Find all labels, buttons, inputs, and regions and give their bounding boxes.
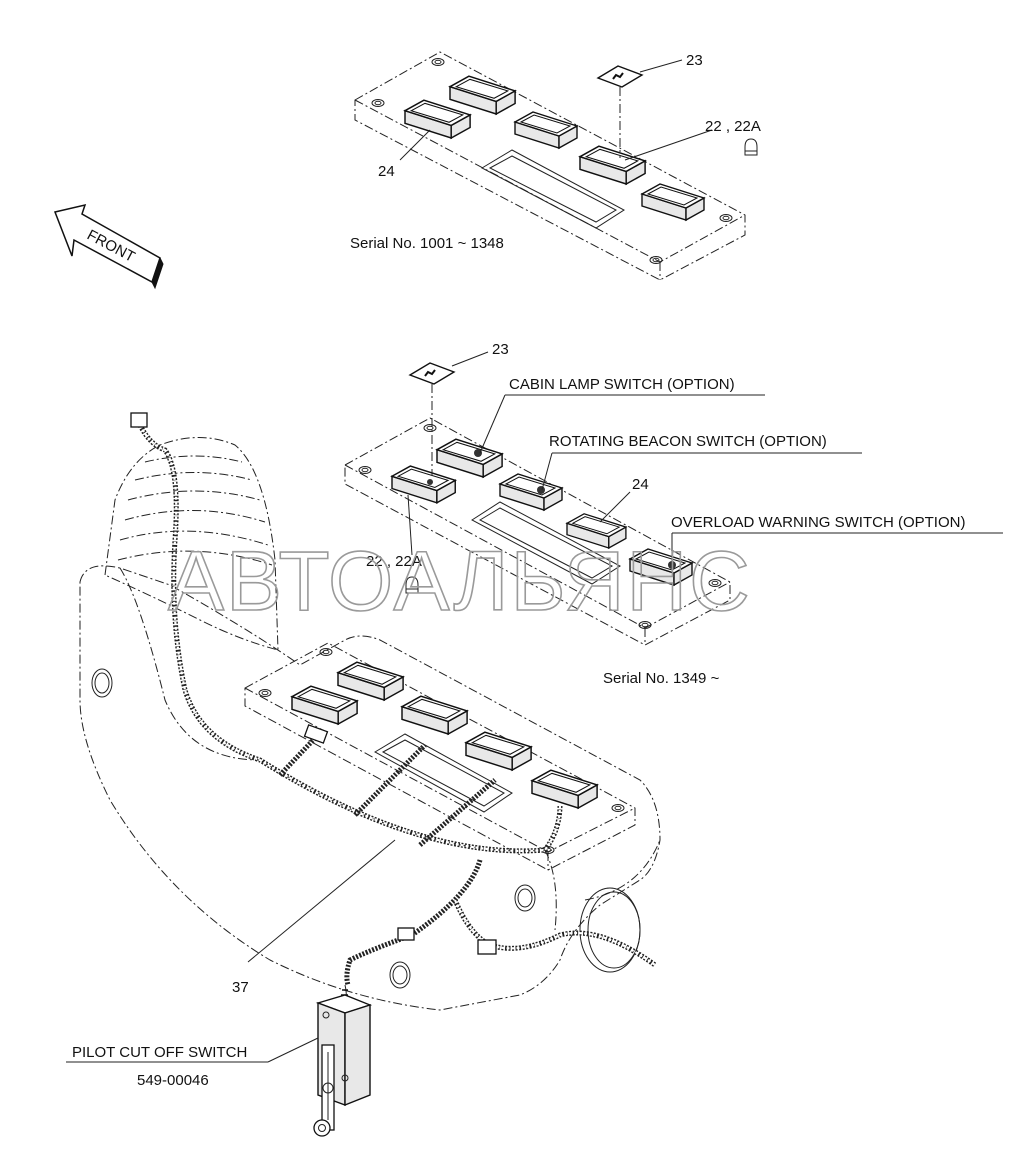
callout-37-harness: 37 (232, 979, 249, 996)
overload-warning-switch-label: OVERLOAD WARNING SWITCH (OPTION) (671, 514, 965, 531)
callout-24-upper: 24 (378, 163, 395, 180)
serial-range-upper: Serial No. 1001 ~ 1348 (350, 235, 504, 252)
pilot-cut-off-switch-label: PILOT CUT OFF SWITCH (72, 1044, 247, 1061)
console-switch-panel (244, 642, 636, 871)
serial-range-lower: Serial No. 1349 ~ (603, 670, 720, 687)
cabin-lamp-switch-label: CABIN LAMP SWITCH (OPTION) (509, 376, 735, 393)
callout-23-lower: 23 (492, 341, 509, 358)
callout-22-upper: 22 , 22A (705, 118, 761, 135)
watermark: АВТОАЛЬЯНС (168, 534, 752, 628)
callout-24-lower: 24 (632, 476, 649, 493)
front-arrow-icon: FRONT (53, 203, 164, 290)
callout-23-upper: 23 (686, 52, 703, 69)
pilot-part-number: 549-00046 (137, 1072, 209, 1089)
upper-switch-panel (354, 51, 758, 281)
bulb-icon (405, 576, 419, 594)
bulb-icon (744, 138, 758, 156)
rotating-beacon-switch-label: ROTATING BEACON SWITCH (OPTION) (549, 433, 827, 450)
wiring-harness (130, 412, 657, 986)
callout-22-lower: 22 , 22A (366, 553, 422, 570)
lower-switch-panel (344, 351, 1003, 646)
pilot-cut-off-switch (66, 984, 373, 1137)
